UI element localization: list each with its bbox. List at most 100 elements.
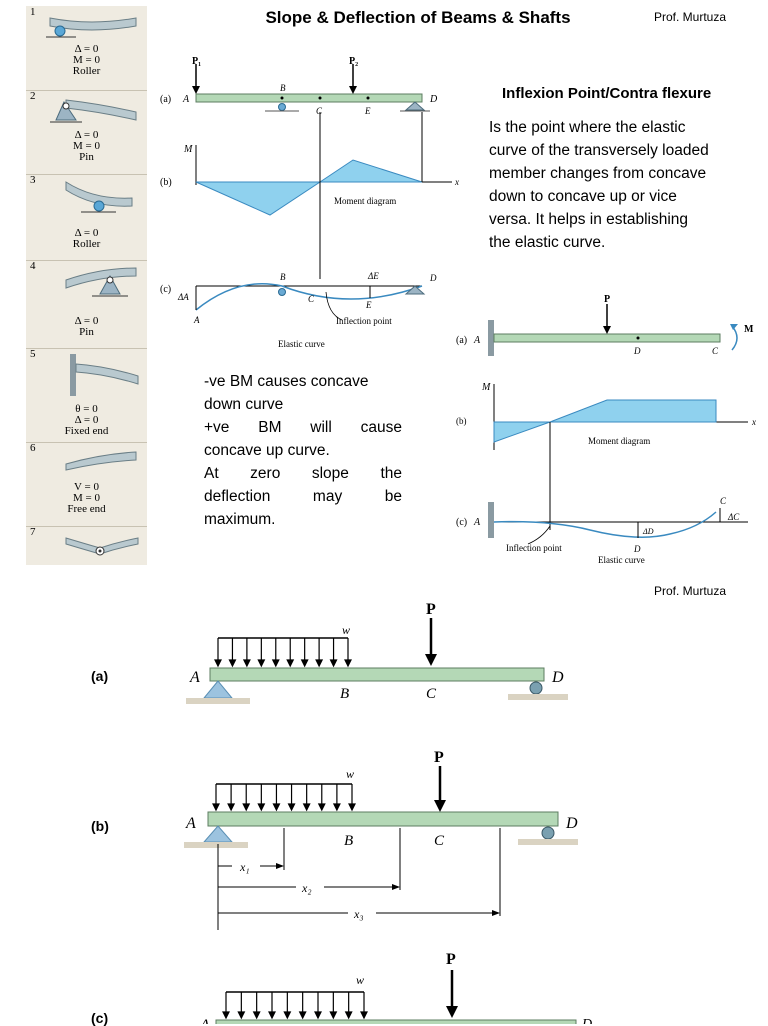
- svg-text:A: A: [473, 335, 481, 346]
- pin-support-icon: [65, 267, 137, 297]
- svg-text:D: D: [429, 94, 438, 105]
- udl-arrowhead: [287, 803, 296, 812]
- svg-text:A: A: [185, 815, 196, 832]
- support-cell-7: 7: [26, 526, 147, 565]
- svg-text:D: D: [633, 346, 641, 356]
- svg-text:A: A: [473, 517, 481, 528]
- udl-arrowhead: [298, 1011, 307, 1020]
- udl-arrowhead: [242, 659, 251, 668]
- moment-diagram-caption: Moment diagram: [334, 196, 396, 206]
- example-label-c: (c): [91, 1010, 109, 1026]
- elastic-curve: [195, 283, 423, 311]
- udl-arrowhead: [237, 1011, 246, 1020]
- svg-text:w: w: [342, 623, 350, 637]
- svg-text:D: D: [429, 273, 437, 283]
- svg-text:x₂: x₂: [301, 881, 312, 895]
- svg-text:B: B: [280, 272, 286, 282]
- svg-text:(c): (c): [456, 517, 467, 528]
- udl-arrowhead: [228, 659, 237, 668]
- svg-text:x₃: x₃: [353, 907, 364, 921]
- svg-text:P: P: [446, 951, 456, 968]
- udl-arrowhead: [317, 803, 326, 812]
- udl-arrowhead: [360, 1011, 368, 1020]
- roller-support-icon: [46, 17, 137, 38]
- svg-text:ΔC: ΔC: [727, 512, 740, 522]
- svg-text:x₁: x₁: [239, 860, 250, 874]
- svg-text:B: B: [280, 83, 286, 93]
- example-label-b: (b): [91, 818, 109, 834]
- udl-arrowhead: [212, 803, 220, 812]
- svg-text:B: B: [340, 686, 349, 702]
- free-end-icon: [65, 451, 137, 471]
- svg-text:Moment diagram: Moment diagram: [588, 436, 650, 446]
- example-label-a: (a): [91, 668, 109, 684]
- svg-text:M: M: [481, 382, 491, 393]
- udl-arrowhead: [242, 803, 251, 812]
- internal-hinge-icon: [65, 537, 139, 556]
- udl-arrowhead: [332, 803, 341, 812]
- example-beam-b: P w A B C D x₁ x₂ x₃: [184, 749, 578, 930]
- udl-arrowhead: [302, 803, 311, 812]
- svg-text:(a): (a): [456, 335, 467, 346]
- svg-text:A: A: [182, 94, 190, 105]
- svg-text:A: A: [189, 669, 200, 686]
- svg-text:C: C: [308, 294, 315, 304]
- author-label-mid: Prof. Murtuza: [654, 584, 727, 598]
- figure-cantilever: (a) A P D C M (b) M x Moment diagram (c)…: [456, 294, 756, 565]
- part-label-a: (a): [160, 94, 171, 105]
- page-title: Slope & Deflection of Beams & Shafts: [265, 8, 571, 27]
- svg-text:E: E: [364, 106, 371, 116]
- udl-arrowhead: [222, 1011, 230, 1020]
- svg-text:C: C: [426, 686, 437, 702]
- udl-arrowhead: [252, 1011, 261, 1020]
- svg-text:M: M: [183, 144, 193, 155]
- svg-text:(c): (c): [160, 284, 171, 295]
- svg-text:B: B: [344, 833, 353, 849]
- udl-arrowhead: [300, 659, 309, 668]
- udl-arrowhead: [348, 803, 356, 812]
- author-label-top: Prof. Murtuza: [654, 10, 727, 24]
- svg-text:P₁: P₁: [192, 56, 201, 67]
- udl-arrowhead: [283, 1011, 292, 1020]
- svg-text:C: C: [434, 833, 445, 849]
- svg-text:w: w: [346, 767, 354, 781]
- svg-text:P: P: [434, 749, 444, 766]
- udl-arrowhead: [286, 659, 295, 668]
- udl-arrowhead: [257, 803, 266, 812]
- svg-text:A: A: [193, 315, 200, 325]
- udl-arrowhead: [272, 803, 281, 812]
- svg-text:Elastic curve: Elastic curve: [598, 555, 645, 565]
- svg-text:C: C: [720, 496, 727, 506]
- svg-text:C: C: [712, 346, 719, 356]
- support-number: 1: [30, 6, 36, 18]
- udl-arrowhead: [344, 659, 352, 668]
- svg-text:(b): (b): [160, 177, 172, 188]
- svg-text:P: P: [426, 601, 436, 618]
- roller-support-icon: [278, 103, 286, 111]
- figure-beam-two-loads: (a) A P₁ P₂ B C E D (b) M x Moment diagr…: [160, 56, 459, 349]
- udl-arrowhead: [315, 659, 324, 668]
- svg-text:A: A: [199, 1017, 210, 1024]
- svg-text:x: x: [751, 417, 756, 427]
- beam: [195, 93, 423, 103]
- udl-arrowhead: [271, 659, 280, 668]
- svg-text:x: x: [454, 177, 459, 187]
- svg-text:D: D: [633, 544, 641, 554]
- example-beam-c: P w A D: [199, 951, 592, 1024]
- udl-arrowhead: [329, 659, 338, 668]
- svg-text:C: C: [316, 106, 323, 116]
- svg-text:Inflection point: Inflection point: [506, 543, 562, 553]
- udl-arrowhead: [329, 1011, 338, 1020]
- udl-arrowhead: [227, 803, 236, 812]
- svg-text:D: D: [565, 815, 578, 832]
- svg-text:P₂: P₂: [349, 56, 358, 67]
